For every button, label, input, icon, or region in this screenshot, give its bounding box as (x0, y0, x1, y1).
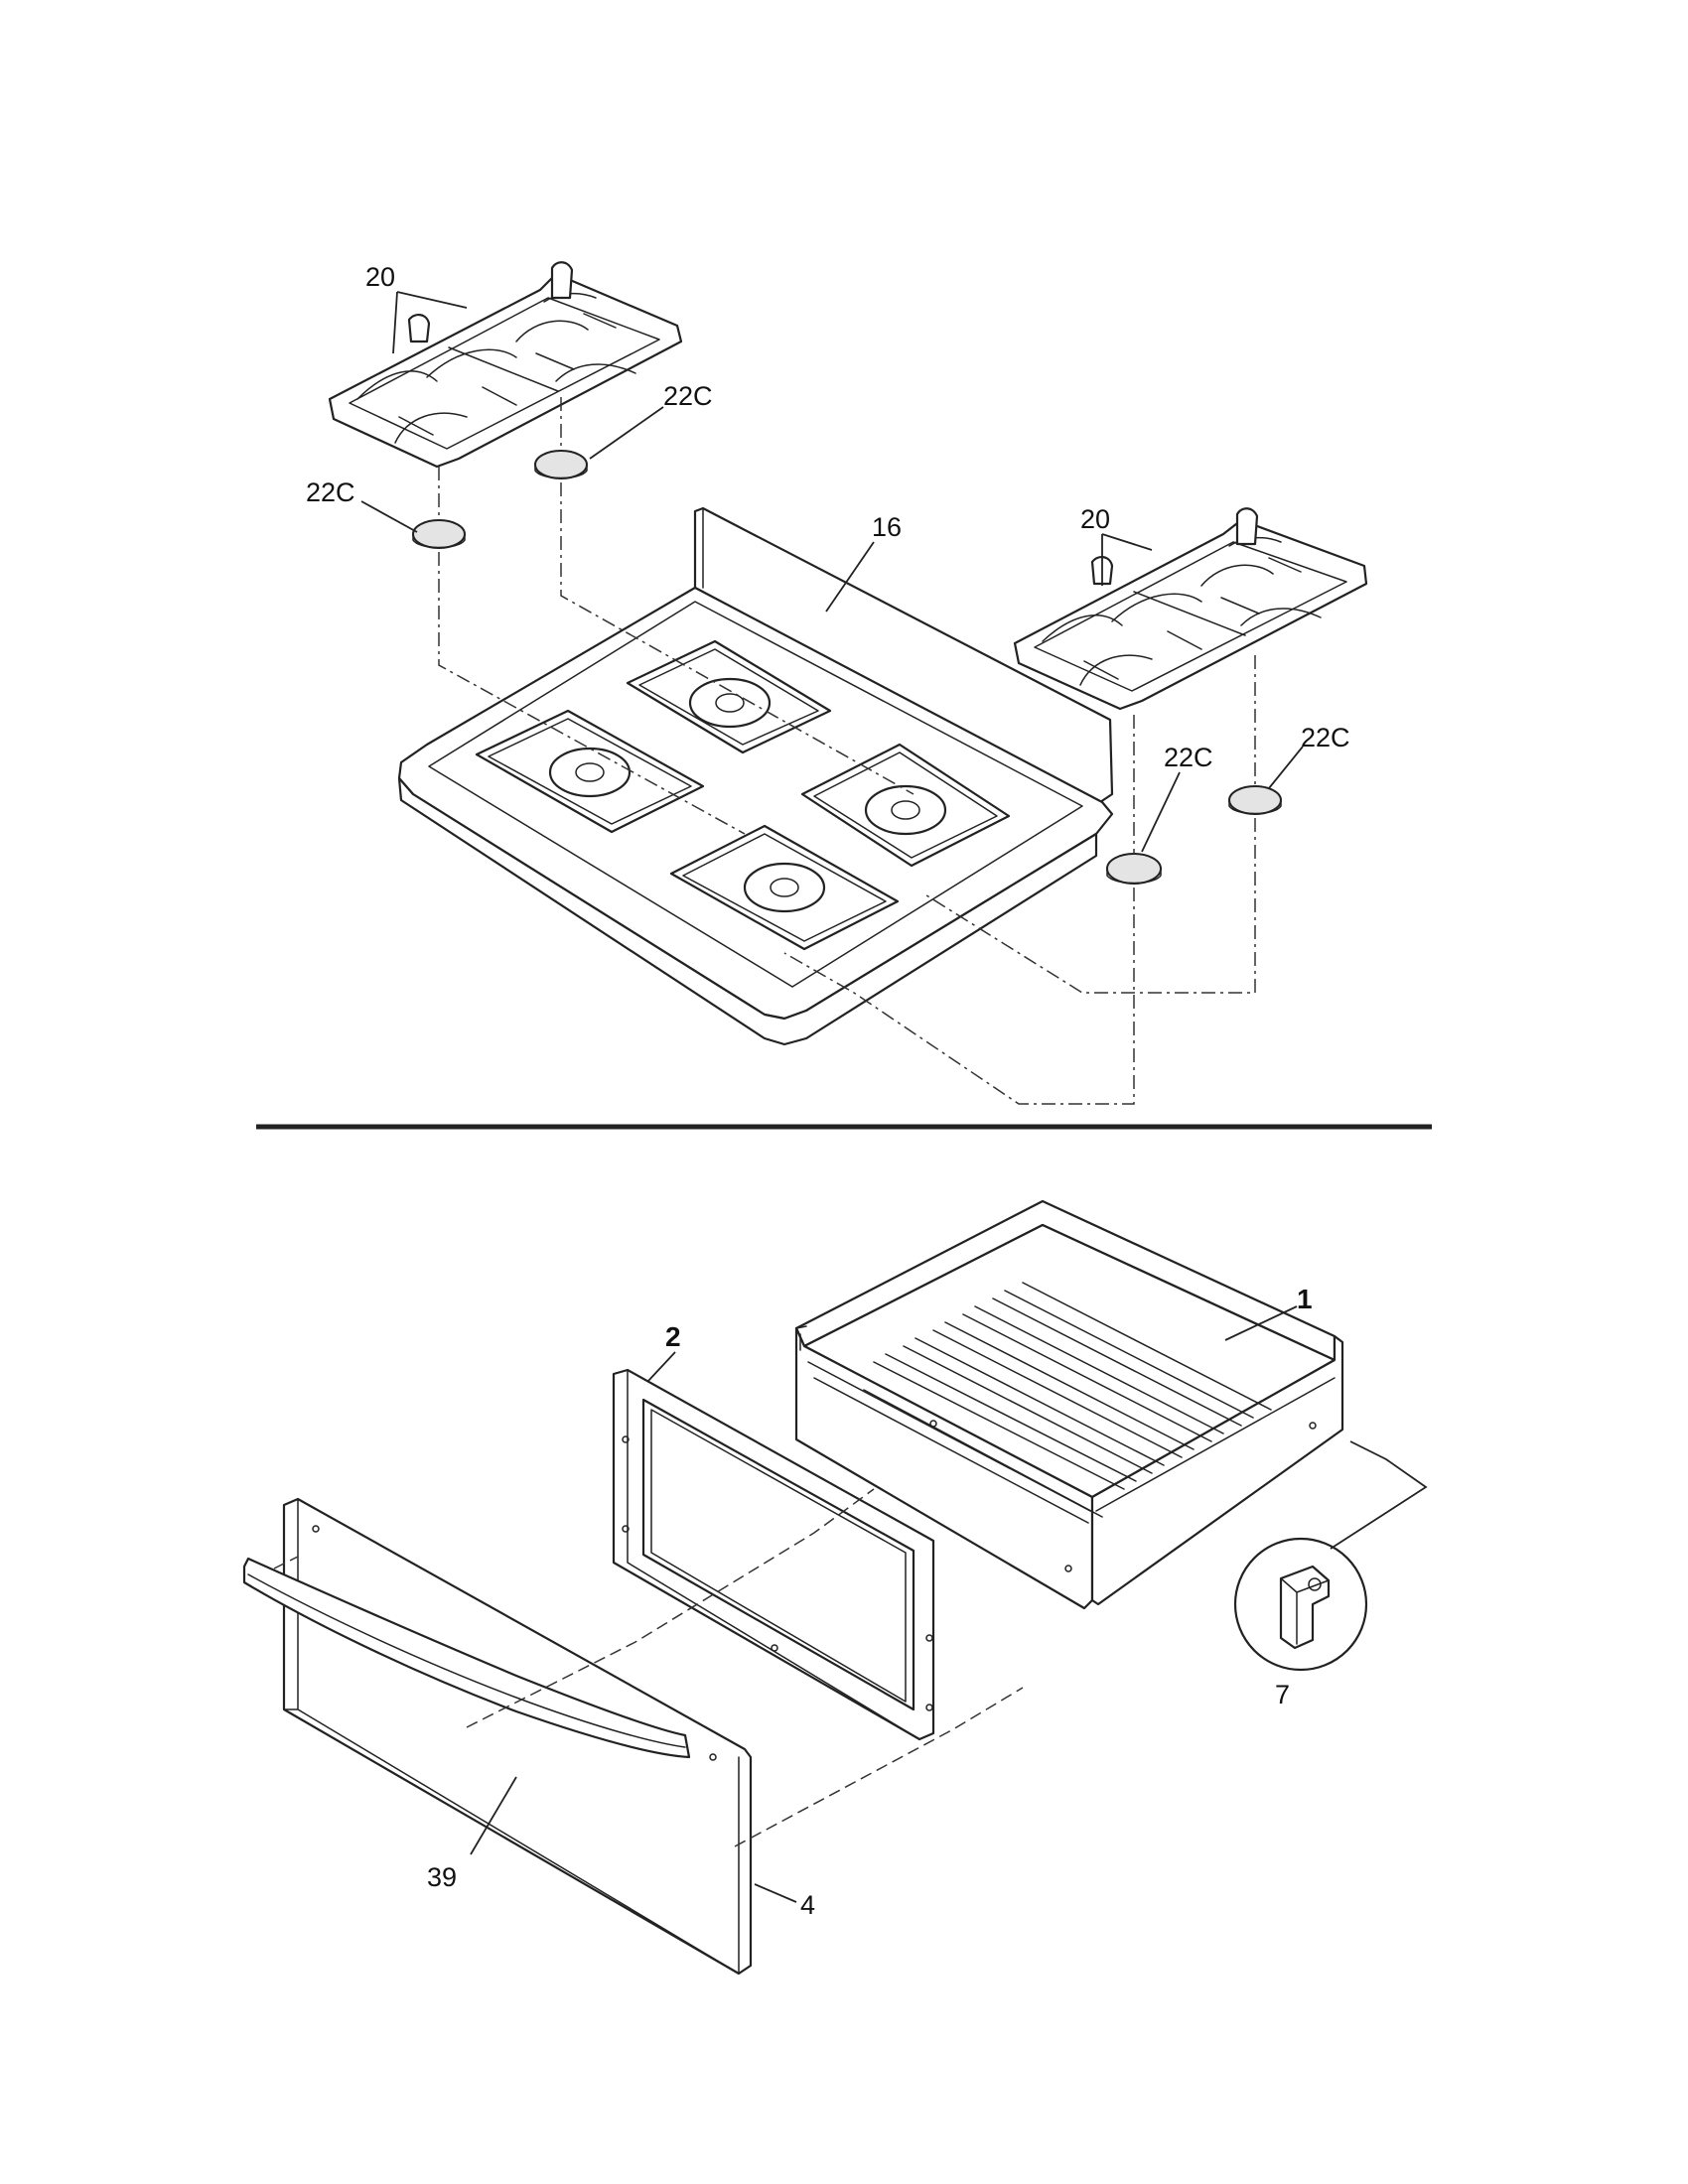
callout-grate-right: 20 (1080, 504, 1110, 534)
callout-cap-right-top: 22C (1301, 723, 1350, 752)
callout-drawer-handle: 39 (427, 1862, 457, 1892)
callout-cap-right-bottom: 22C (1164, 743, 1213, 772)
callout-drawer-clip: 7 (1275, 1680, 1290, 1709)
assembly-guides-top (438, 397, 1256, 1105)
callout-cooktop: 16 (872, 512, 902, 542)
assembly-guides-bottom (273, 1488, 1024, 1847)
burner-cap-left-top-part (534, 450, 588, 479)
callout-drawer-body: 1 (1297, 1284, 1313, 1314)
callout-drawer-front: 4 (800, 1890, 815, 1920)
callouts-bottom: 1 2 7 39 4 (427, 1284, 1313, 1920)
callout-cap-left-top: 22C (663, 381, 713, 411)
callout-drawer-panel: 2 (665, 1321, 681, 1352)
burner-cap-left-bottom-part (412, 519, 466, 549)
callouts-top: 20 22C 22C 16 20 22C 22C (306, 262, 1350, 853)
burner-cap-right-bottom-part (1106, 853, 1162, 885)
grate-left-part (328, 261, 683, 469)
drawer-front-part (282, 1497, 753, 1976)
drawer-panel-part (612, 1368, 935, 1741)
callout-cap-left-bottom: 22C (306, 478, 355, 507)
grate-right-part (1013, 507, 1368, 711)
cooktop-part (397, 506, 1114, 1046)
drawer-body-part (794, 1199, 1344, 1610)
drawer-handle-part (242, 1557, 691, 1759)
burner-cap-right-top-part (1228, 785, 1282, 815)
callout-grate-left: 20 (365, 262, 395, 292)
drawer-clip-part (1233, 1440, 1428, 1672)
